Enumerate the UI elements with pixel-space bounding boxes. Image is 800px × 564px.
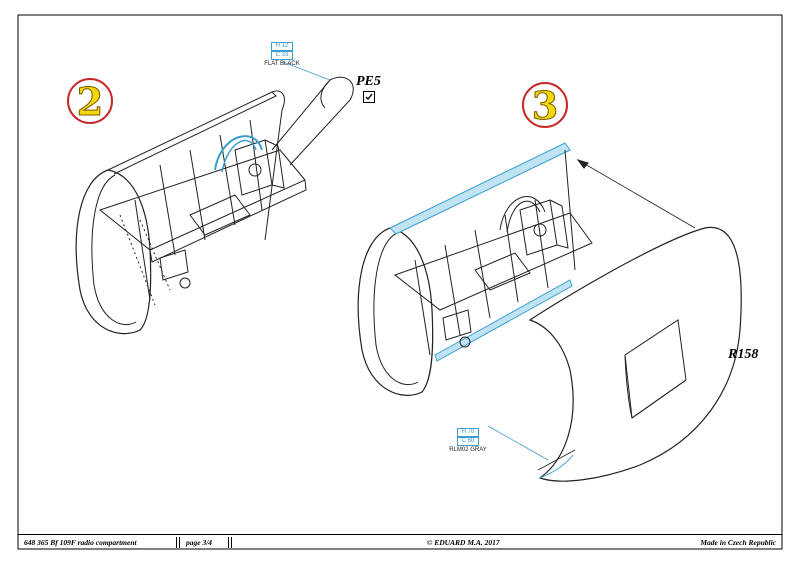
paint-name: RLM02 GRAY [449,447,487,453]
footer-origin: Made in Czech Republic [700,538,776,547]
paint-c-code: C 33 [271,51,293,60]
footer-divider [179,537,180,548]
footer-bar: 648 365 Bf 109F radio compartment page 3… [18,534,782,550]
photo-etch-icon [363,91,375,103]
step-number-2: 2 [67,78,113,124]
footer-page-number: page 3/4 [186,538,213,547]
step2-cylinder-part [271,76,354,166]
paint-callout-flat-black: H 12 C 33 FLAT BLACK [256,42,308,68]
paint-hi-code: H 12 [271,42,293,51]
step3-cover-r158 [528,226,742,482]
step3-front-frame [357,227,434,396]
part-label-r158: R158 [728,347,759,362]
step3-bottom-rail-blue [434,279,573,362]
step3-top-rail-blue [389,142,571,235]
footer-divider [176,537,177,548]
footer-copyright: © EDUARD M.A. 2017 [426,538,500,547]
step2-top-rail [107,91,277,175]
step-number-3: 3 [522,82,568,128]
step3-shelf [393,212,593,311]
footer-kit-title: 648 365 Bf 109F radio compartment [24,538,137,547]
step3-radio-box [519,199,558,256]
paint-callout-rlm02-gray: H 70 C 60 RLM02 GRAY [440,428,496,454]
footer-divider [231,537,232,548]
footer-divider [228,537,229,548]
step2-front-frame [75,169,152,335]
paint-name: FLAT BLACK [264,61,300,67]
paint-c-code: C 60 [457,437,479,446]
part-label-pe5: PE5 [356,74,381,89]
paint-hi-code: H 70 [457,428,479,437]
step2-antenna-lead [214,135,263,171]
